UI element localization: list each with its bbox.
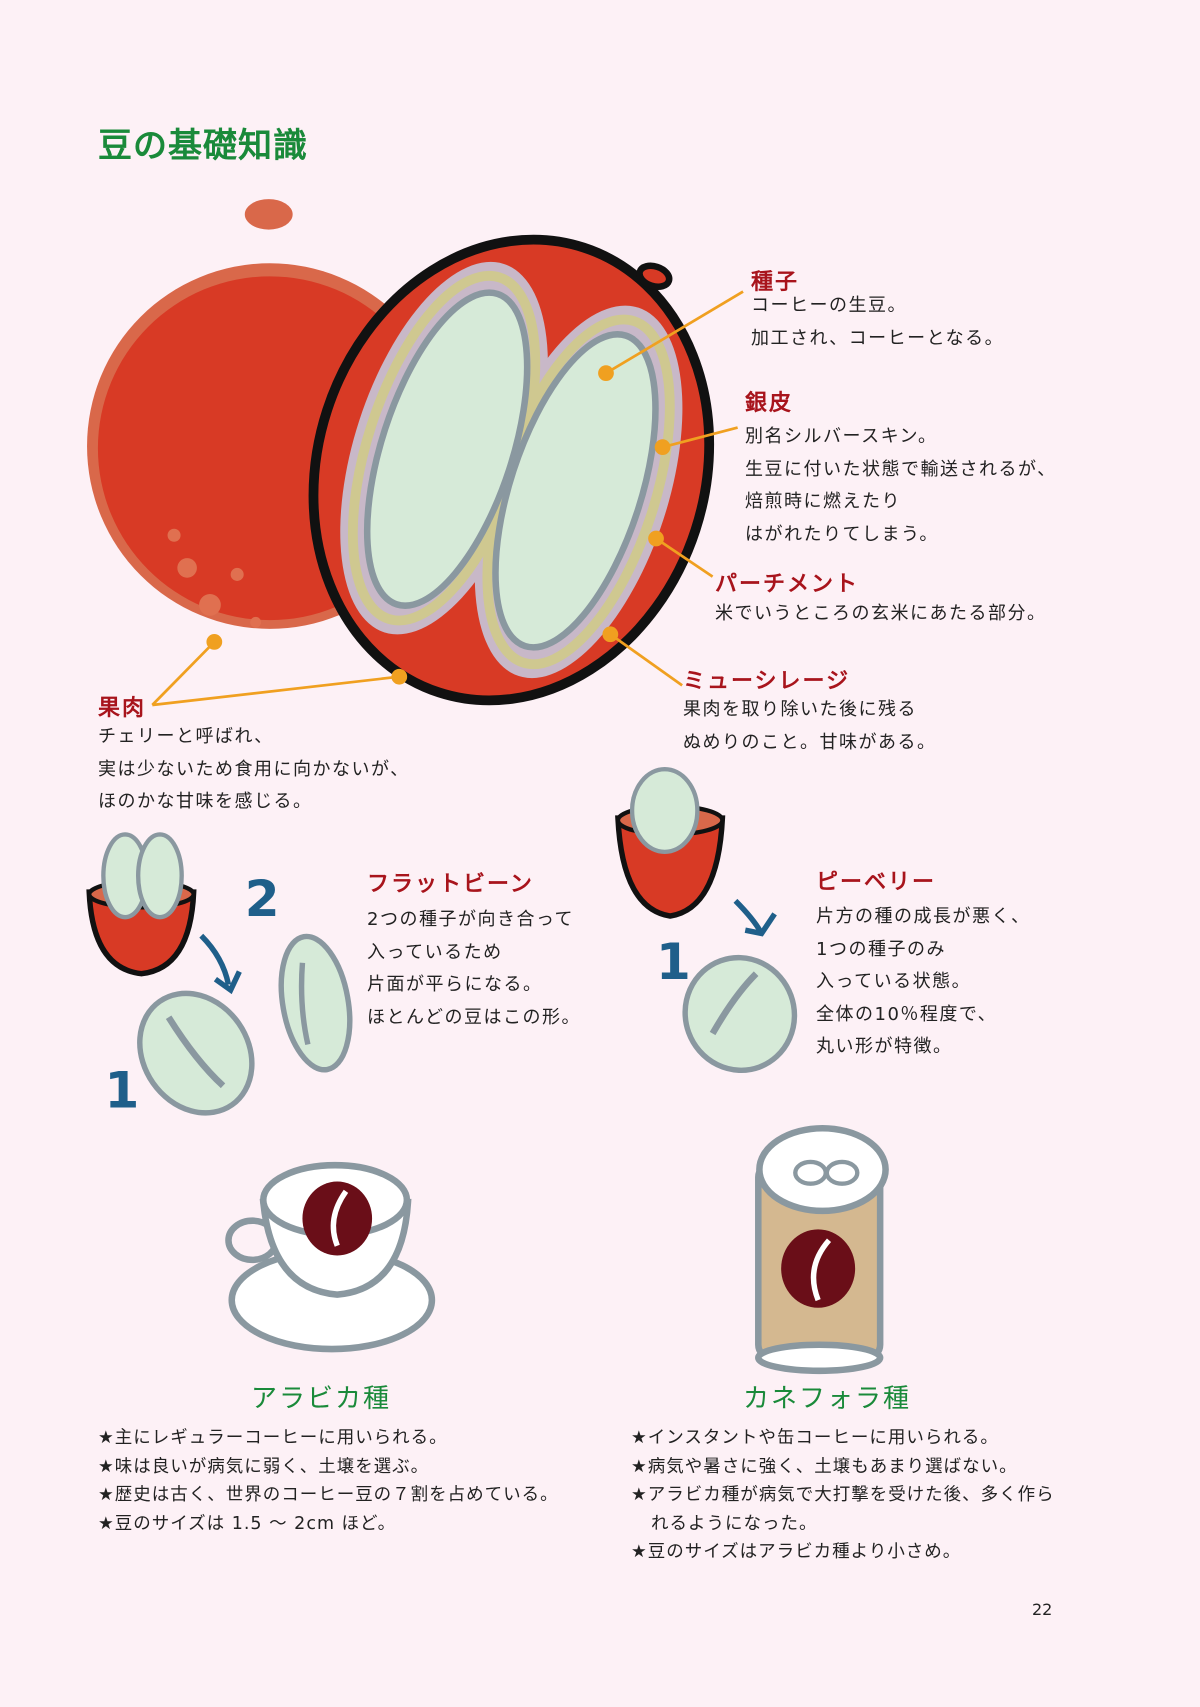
page-number: 22	[1032, 1600, 1053, 1619]
text-line: コーヒーの生豆。	[751, 295, 907, 316]
text-line: 実は少ないため食用に向かないが、	[98, 758, 410, 780]
peaberry-label: ピーベリー	[816, 870, 937, 895]
coffee-can-illustration	[755, 1124, 889, 1375]
seed-label: 種子	[751, 270, 800, 295]
text-line: 片面が平らになる。	[367, 974, 543, 996]
page-title: 豆の基礎知識	[98, 126, 308, 166]
seed-description: コーヒーの生豆。 加工され、コーヒーとなる。	[751, 290, 1004, 355]
cut-cherry-illustration	[308, 234, 715, 706]
number-1-label: 1	[104, 1062, 139, 1120]
coffee-cup-illustration	[225, 1161, 436, 1353]
bullet-item: ★味は良いが病気に弱く、土壌を選ぶ。	[98, 1456, 430, 1477]
text-line: ぬめりのこと。甘味がある。	[683, 731, 937, 753]
silverskin-description: 別名シルバースキン。 生豆に付いた状態で輸送されるが、 焙煎時に燃えたり はがれ…	[745, 421, 1057, 551]
bullet-item: ★豆のサイズはアラビカ種より小さめ。	[631, 1542, 962, 1562]
arabica-bullets: ★主にレギュラーコーヒーに用いられる。 ★味は良いが病気に弱く、土壌を選ぶ。 ★…	[98, 1424, 568, 1538]
text-line: 入っているため	[367, 941, 503, 963]
pulp-description: チェリーと呼ばれ、 実は少ないため食用に向かないが、 ほのかな甘味を感じる。	[98, 721, 410, 819]
bullet-item: ★病気や暑さに強く、土壌もあまり選ばない。	[631, 1456, 1018, 1477]
canephora-bullets: ★インスタントや缶コーヒーに用いられる。 ★病気や暑さに強く、土壌もあまり選ばな…	[631, 1424, 1071, 1567]
text-line: 全体の10％程度で、	[816, 1003, 998, 1025]
text-line: 片方の種の成長が悪く、	[816, 906, 1031, 927]
bullet-item: ★インスタントや缶コーヒーに用いられる。	[631, 1428, 999, 1448]
leader-lines	[151, 290, 744, 707]
flatbean-label: フラットビーン	[367, 872, 534, 897]
pulp-label: 果肉	[98, 696, 147, 721]
flat-bean-illustration	[86, 832, 353, 1116]
bullet-item: ★豆のサイズは 1.5 ～ 2cm ほど。	[98, 1513, 397, 1534]
arabica-heading: アラビカ種	[250, 1384, 392, 1414]
text-line: チェリーと呼ばれ、	[98, 726, 274, 747]
peaberry-illustration	[615, 767, 798, 1074]
parchment-label: パーチメント	[715, 572, 860, 597]
text-line: 入っている状態。	[816, 971, 972, 993]
text-line: 丸い形が特徴。	[816, 1036, 953, 1058]
bullet-item: ★歴史は古く、世界のコーヒー豆の７割を占めている。	[98, 1485, 559, 1505]
flatbean-description: 2つの種子が向き合って 入っているため 片面が平らになる。 ほとんどの豆はこの形…	[367, 904, 581, 1034]
mucilage-description: 果肉を取り除いた後に残る ぬめりのこと。甘味がある。	[683, 694, 937, 759]
silverskin-label: 銀皮	[745, 391, 794, 416]
text-line: 1つの種子のみ	[816, 938, 946, 960]
parchment-description: 米でいうところの玄米にあたる部分。	[715, 598, 1047, 631]
text-line: 焙煎時に燃えたり	[745, 491, 901, 513]
text-line: 米でいうところの玄米にあたる部分。	[715, 603, 1047, 624]
text-line: 別名シルバースキン。	[745, 426, 938, 447]
text-line: 2つの種子が向き合って	[367, 909, 575, 930]
text-line: ほのかな甘味を感じる。	[98, 791, 313, 813]
canephora-heading: カネフォラ種	[742, 1384, 912, 1414]
text-line: 加工され、コーヒーとなる。	[751, 327, 1005, 349]
text-line: 生豆に付いた状態で輸送されるが、	[745, 458, 1057, 480]
bullet-item: ★主にレギュラーコーヒーに用いられる。	[98, 1428, 448, 1448]
number-2-label: 2	[245, 870, 280, 928]
bullet-item: ★アラビカ種が病気で大打撃を受けた後、多く作られるようになった。	[631, 1485, 1055, 1534]
text-line: 果肉を取り除いた後に残る	[683, 699, 917, 720]
mucilage-label: ミューシレージ	[683, 669, 851, 694]
text-line: ほとんどの豆はこの形。	[367, 1006, 581, 1028]
peaberry-number-1-label: 1	[656, 933, 691, 991]
peaberry-description: 片方の種の成長が悪く、 1つの種子のみ 入っている状態。 全体の10％程度で、 …	[816, 901, 1031, 1064]
text-line: はがれたりてしまう。	[745, 523, 939, 545]
